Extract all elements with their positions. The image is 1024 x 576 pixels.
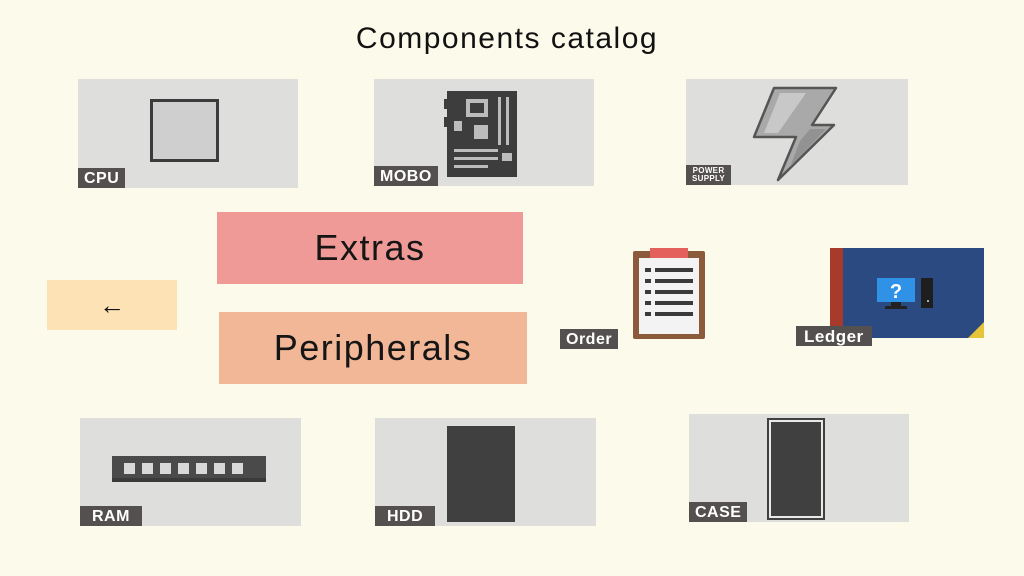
mobo-tile[interactable]: MOBO: [374, 79, 594, 186]
ram-stick-icon: [112, 456, 266, 482]
ram-label: RAM: [80, 506, 142, 526]
extras-button-label: Extras: [314, 227, 426, 268]
extras-button[interactable]: Extras: [217, 212, 523, 284]
motherboard-icon: [444, 91, 517, 177]
ledger-label: Ledger: [796, 326, 872, 346]
ram-tile[interactable]: RAM: [80, 418, 301, 526]
clipboard-icon: [633, 248, 705, 339]
pc-case-icon: [767, 418, 825, 520]
case-label: CASE: [689, 502, 748, 522]
page-title: Components catalog: [355, 22, 659, 55]
ledger-book-icon: ?: [830, 248, 984, 338]
peripherals-button[interactable]: Peripherals: [219, 312, 527, 384]
back-arrow-icon: ←: [99, 289, 125, 320]
hard-drive-icon: [447, 426, 515, 522]
mobo-label: MOBO: [374, 166, 438, 186]
hdd-label: HDD: [375, 506, 436, 526]
power-supply-label: POWER SUPPLY: [686, 165, 732, 185]
ledger-screen-mark: ?: [890, 281, 902, 303]
order-label: Order: [560, 329, 619, 349]
hdd-tile[interactable]: HDD: [375, 418, 596, 526]
power-supply-tile[interactable]: POWER SUPPLY: [686, 79, 908, 185]
cpu-tile[interactable]: CPU: [78, 79, 298, 188]
computer-icon: ?: [877, 278, 933, 309]
cpu-label: CPU: [78, 168, 126, 188]
cpu-chip-icon: [150, 99, 219, 162]
ledger-corner: [968, 322, 984, 338]
ledger-button[interactable]: ? Ledger: [796, 246, 986, 348]
back-button[interactable]: ←: [47, 280, 177, 330]
order-button[interactable]: Order: [558, 248, 708, 350]
case-tile[interactable]: CASE: [689, 414, 909, 522]
lightning-bolt-icon: [752, 86, 838, 182]
peripherals-button-label: Peripherals: [273, 327, 473, 368]
